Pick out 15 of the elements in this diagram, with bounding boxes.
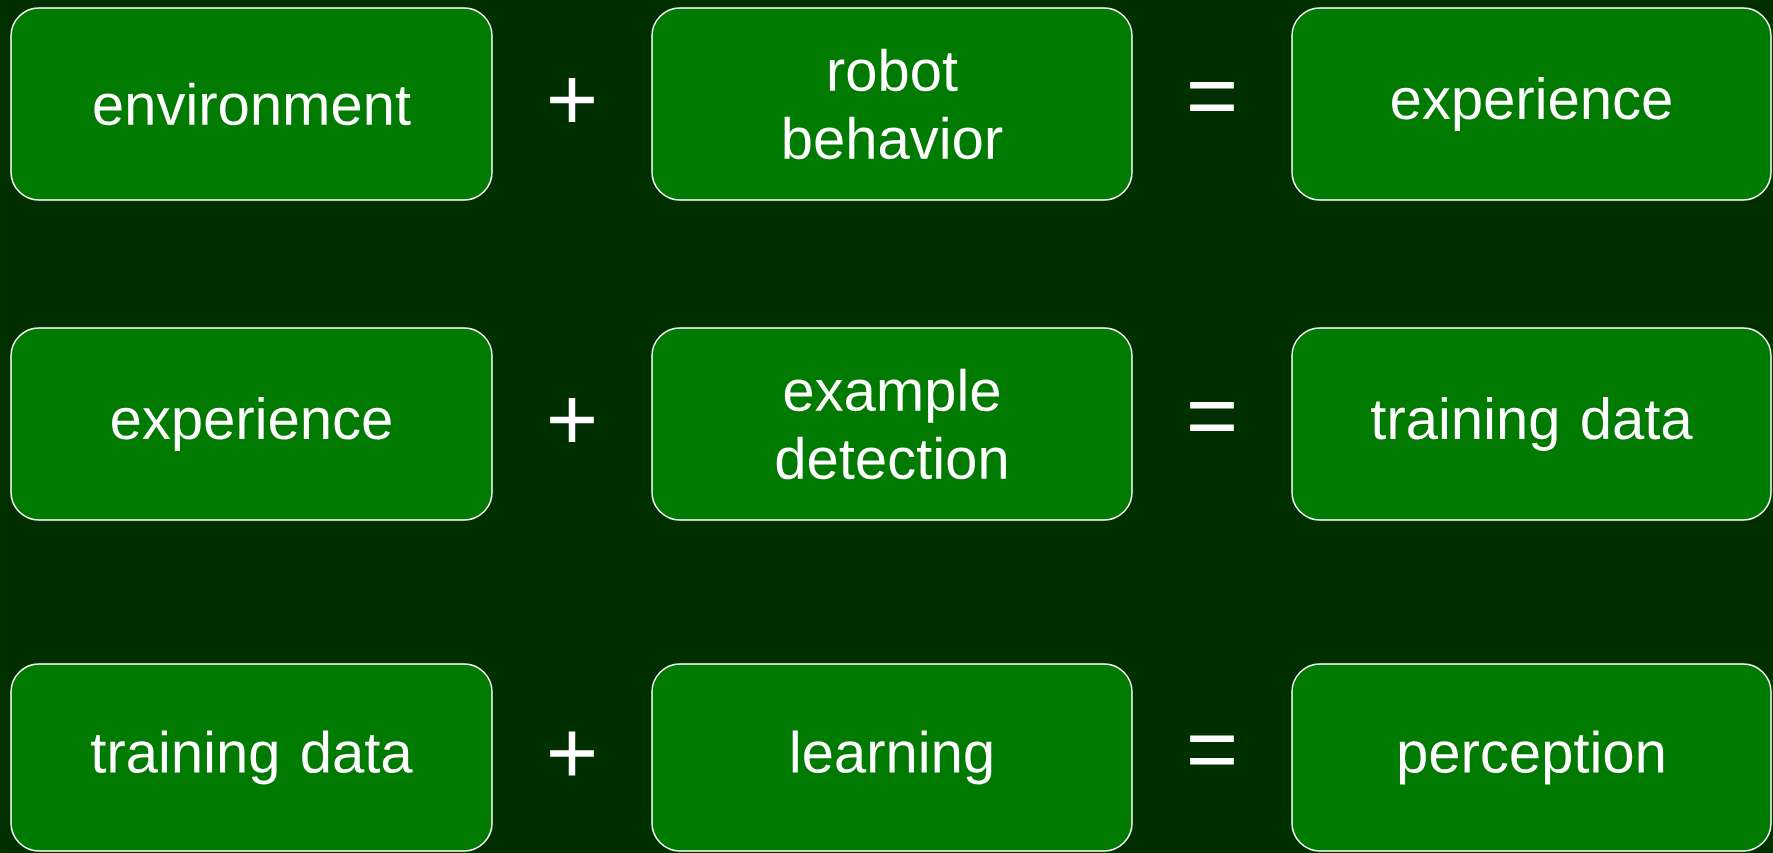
process-box: experience bbox=[10, 327, 493, 521]
operator-sign: + bbox=[550, 78, 594, 123]
process-box: training data bbox=[1291, 327, 1772, 521]
process-box: training data bbox=[10, 663, 493, 852]
process-box: perception bbox=[1291, 663, 1772, 852]
operator-sign: + bbox=[550, 731, 594, 776]
process-box: environment bbox=[10, 7, 493, 201]
operator-sign: = bbox=[1190, 735, 1234, 765]
operator-sign: = bbox=[1190, 81, 1234, 111]
operator-sign: + bbox=[550, 398, 594, 443]
process-box: learning bbox=[651, 663, 1133, 852]
process-box: robot behavior bbox=[651, 7, 1133, 201]
process-box: example detection bbox=[651, 327, 1133, 521]
process-box: experience bbox=[1291, 7, 1772, 201]
operator-sign: = bbox=[1190, 401, 1234, 431]
